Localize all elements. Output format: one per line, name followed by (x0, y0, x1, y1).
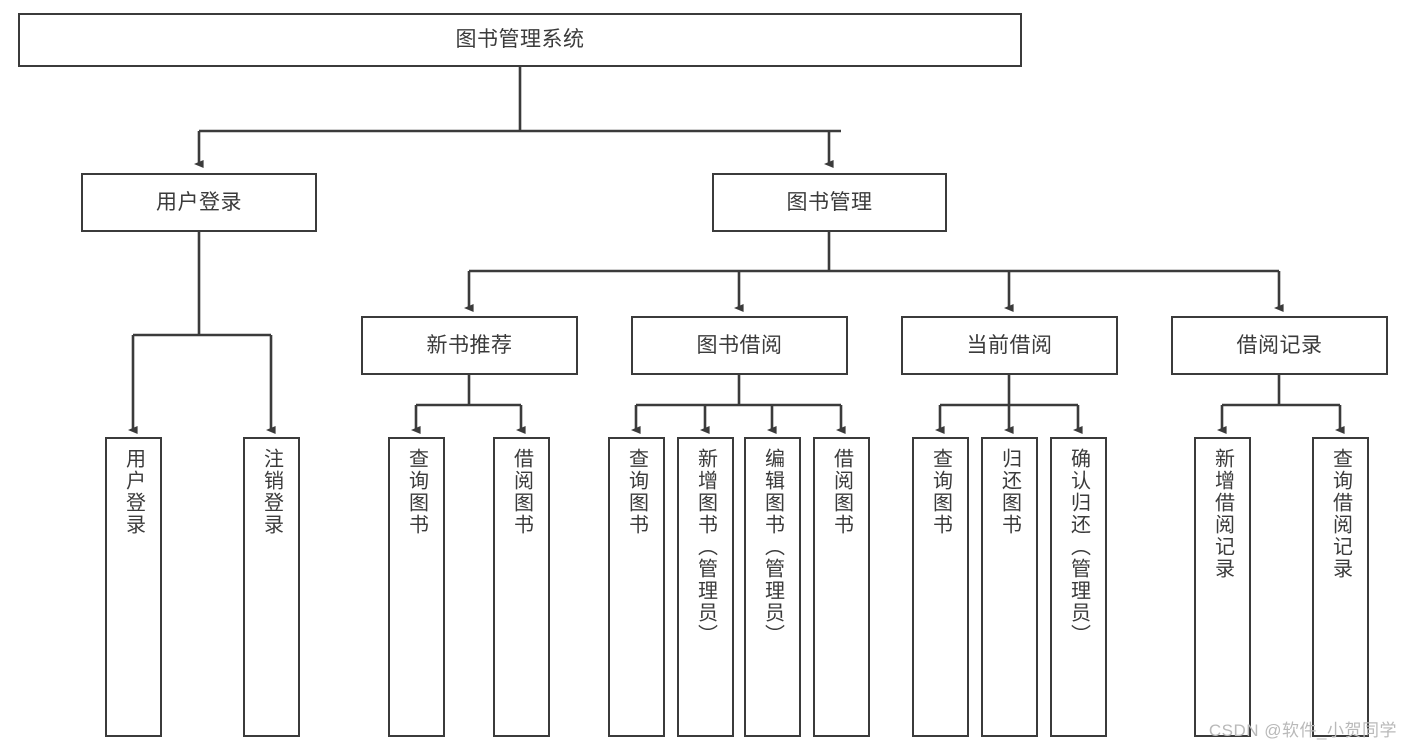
node-user-login[interactable]: 用户登录 (81, 173, 317, 232)
leaf-borrow-record-query-record[interactable]: 查询借阅记录 (1312, 437, 1369, 737)
leaf-new-book-borrow-book[interactable]: 借阅图书 (493, 437, 550, 737)
node-label: 新书推荐 (426, 333, 513, 357)
node-label: 查询图书 (929, 448, 952, 536)
leaf-user-login-login[interactable]: 用户登录 (105, 437, 162, 737)
node-label: 当前借阅 (966, 333, 1053, 357)
node-label: 图书管理系统 (455, 28, 585, 52)
node-label: 查询借阅记录 (1329, 448, 1352, 580)
node-current-borrow[interactable]: 当前借阅 (901, 316, 1118, 375)
node-label: 查询图书 (405, 448, 428, 536)
node-book-management[interactable]: 图书管理 (712, 173, 947, 232)
leaf-book-borrow-edit-book-admin[interactable]: 编辑图书（管理员） (744, 437, 801, 737)
node-label: 查询图书 (625, 448, 648, 536)
leaf-current-borrow-return-book[interactable]: 归还图书 (981, 437, 1038, 737)
node-label: 图书借阅 (696, 333, 783, 357)
node-label: 用户登录 (156, 190, 242, 214)
leaf-book-borrow-add-book-admin[interactable]: 新增图书（管理员） (677, 437, 734, 737)
node-borrow-record[interactable]: 借阅记录 (1171, 316, 1388, 375)
leaf-borrow-record-add-record[interactable]: 新增借阅记录 (1194, 437, 1251, 737)
leaf-user-login-logout[interactable]: 注销登录 (243, 437, 300, 737)
node-label: 新增借阅记录 (1211, 448, 1234, 580)
node-label: 注销登录 (260, 448, 283, 536)
node-label: 借阅图书 (830, 448, 853, 536)
leaf-book-borrow-query-book[interactable]: 查询图书 (608, 437, 665, 737)
leaf-current-borrow-confirm-return-admin[interactable]: 确认归还（管理员） (1050, 437, 1107, 737)
node-label: 图书管理 (786, 190, 873, 214)
leaf-new-book-query-book[interactable]: 查询图书 (388, 437, 445, 737)
node-label: 新增图书（管理员） (694, 448, 717, 646)
node-label: 编辑图书（管理员） (761, 448, 784, 646)
node-label: 确认归还（管理员） (1067, 448, 1090, 646)
node-root-book-management-system[interactable]: 图书管理系统 (18, 13, 1022, 67)
leaf-current-borrow-query-book[interactable]: 查询图书 (912, 437, 969, 737)
csdn-watermark: CSDN @软件_小贺同学 (1208, 721, 1397, 740)
node-label: 归还图书 (998, 448, 1021, 536)
node-label: 借阅记录 (1236, 333, 1323, 357)
node-book-borrow[interactable]: 图书借阅 (631, 316, 848, 375)
node-label: 用户登录 (122, 448, 145, 536)
node-label: 借阅图书 (510, 448, 533, 536)
leaf-book-borrow-borrow-book[interactable]: 借阅图书 (813, 437, 870, 737)
node-new-book-recommend[interactable]: 新书推荐 (361, 316, 578, 375)
